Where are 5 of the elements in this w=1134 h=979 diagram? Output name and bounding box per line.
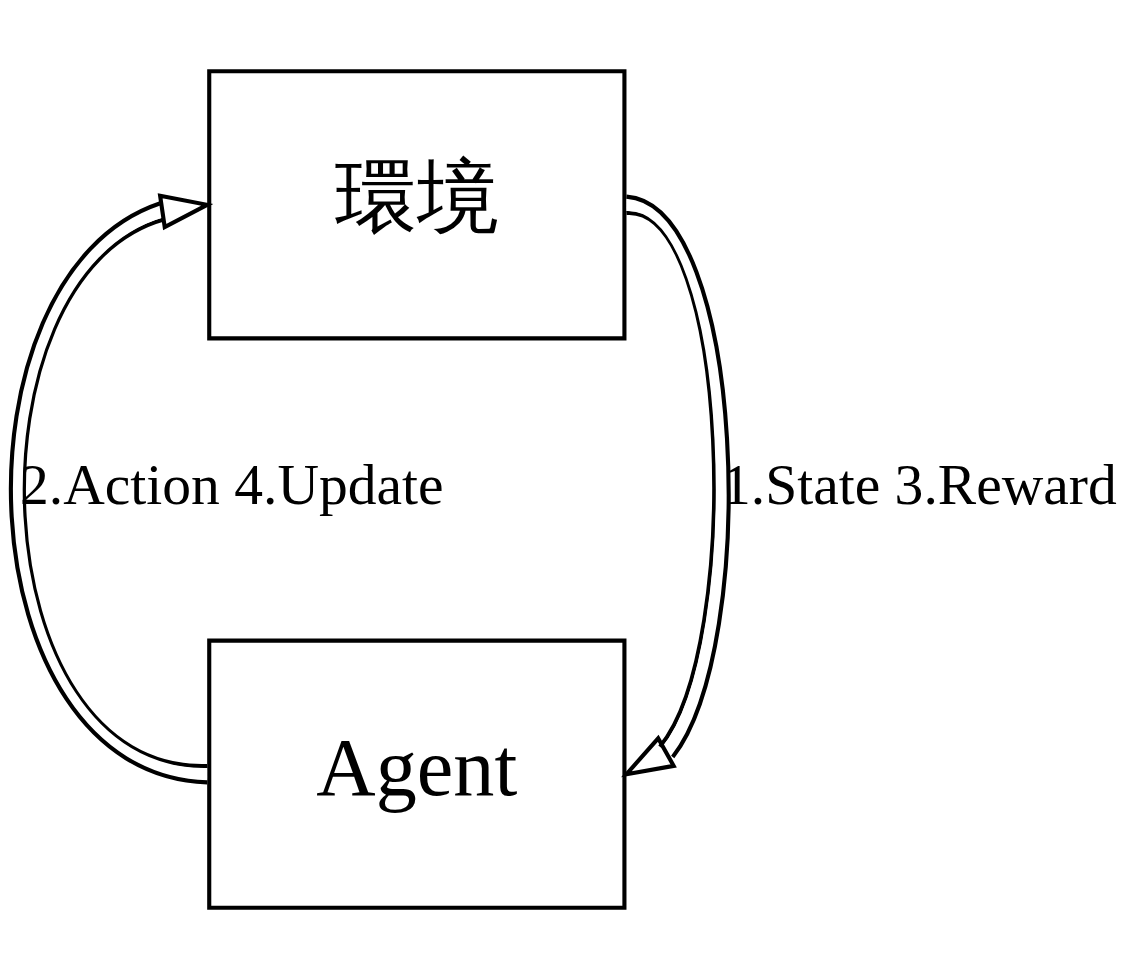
arrow	[621, 194, 731, 778]
edge-label: 1.State 3.Reward	[722, 452, 1117, 516]
node-box: 環境	[207, 69, 627, 341]
node-box: Agent	[207, 638, 627, 910]
arrow	[9, 193, 214, 785]
